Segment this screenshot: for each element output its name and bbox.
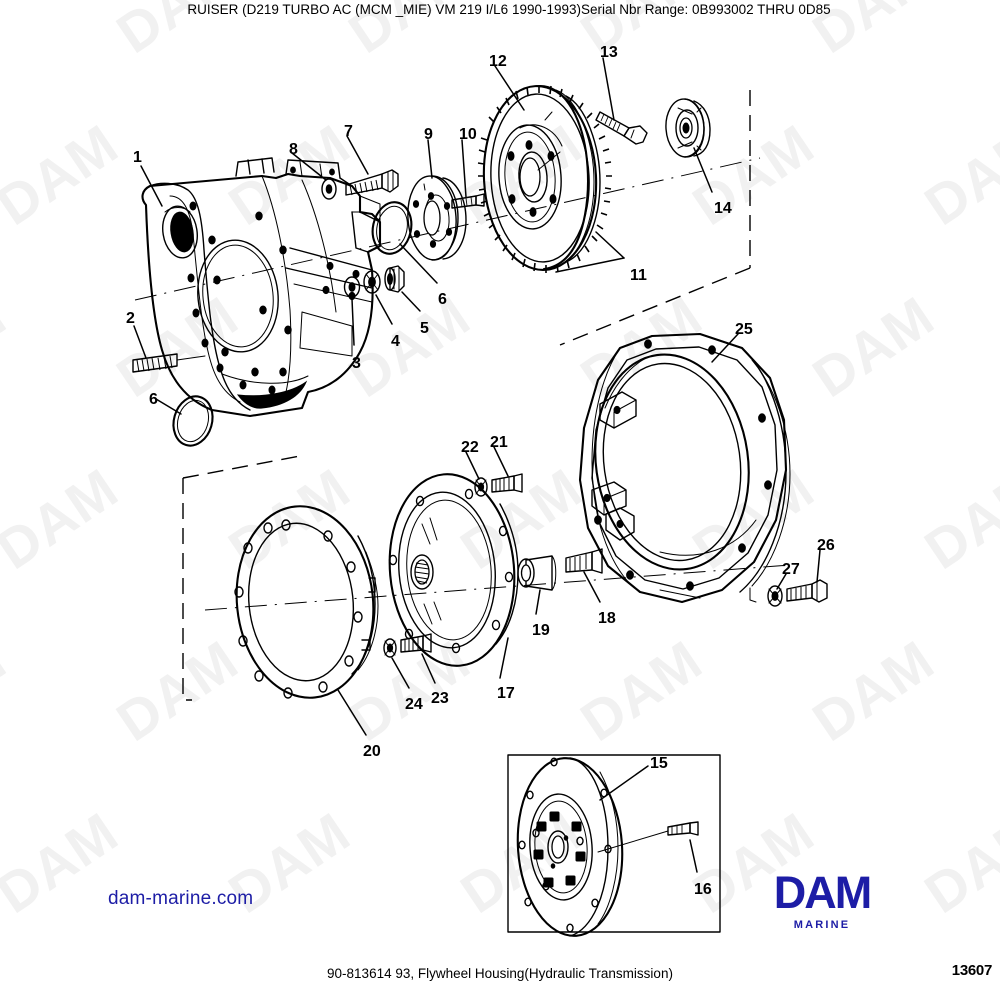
logo-wordmark: DAM	[773, 867, 872, 918]
callout-5: 5	[420, 320, 429, 337]
group-box-lower-left	[182, 478, 192, 701]
callout-10: 10	[459, 126, 477, 143]
callout-17: 17	[497, 685, 515, 702]
callout-26: 26	[817, 537, 835, 554]
part-nut-5	[384, 265, 405, 293]
header-title-text: RUISER (D219 TURBO AC (MCM _MIE) VM 219 …	[187, 2, 831, 17]
group-box-lower-top	[182, 455, 301, 479]
callout-2: 2	[126, 310, 135, 327]
part-coupler-plate-17	[388, 473, 519, 667]
callout-13: 13	[600, 44, 618, 61]
callout-3: 3	[352, 355, 361, 372]
callout-22: 22	[461, 439, 479, 456]
page-caption: 90-813614 93, Flywheel Housing(Hydraulic…	[327, 966, 673, 981]
part-lock-washer-22	[474, 477, 488, 497]
leader-lines	[133, 57, 821, 873]
callout-11: 11	[630, 267, 647, 284]
part-lock-washer-4	[363, 270, 381, 294]
callout-7: 7	[344, 123, 353, 140]
callout-15: 15	[650, 755, 668, 772]
part-washer-3	[343, 276, 361, 298]
callout-27: 27	[782, 561, 800, 578]
callout-19: 19	[532, 622, 550, 639]
logo-subtitle: MARINE	[793, 918, 851, 931]
part-bolt-21	[491, 473, 523, 493]
part-bell-housing-25	[578, 332, 791, 604]
part-spacer-sleeve-19	[517, 555, 557, 591]
callout-21: 21	[490, 434, 508, 451]
part-flywheel-bolt-13	[595, 111, 648, 145]
callout-6: 6	[438, 291, 447, 308]
group-box-diagonal	[559, 267, 751, 346]
drive-plate-inset-box	[507, 754, 721, 933]
page-header-title: RUISER (D219 TURBO AC (MCM _MIE) VM 219 …	[0, 2, 1000, 17]
part-adapter-flange-9	[407, 175, 467, 261]
part-drive-plate-15	[516, 757, 624, 937]
part-bolt-18	[565, 548, 603, 574]
callout-24: 24	[405, 696, 423, 713]
callout-4: 4	[391, 333, 400, 350]
dam-marine-logo: DAM MARINE	[752, 867, 892, 931]
part-flywheel-housing	[141, 157, 382, 418]
part-lock-washer-24	[383, 638, 397, 658]
part-lock-washer-27	[767, 585, 783, 607]
part-o-ring-6b	[172, 395, 214, 447]
callout-16: 16	[694, 881, 712, 898]
callout-9: 9	[424, 126, 433, 143]
bracket-27	[749, 587, 757, 603]
part-pilot-bearing-hub-14	[665, 98, 711, 158]
document-number: 13607	[951, 962, 993, 979]
part-screw-10	[451, 193, 485, 209]
callout-12: 12	[489, 53, 507, 70]
callout-23: 23	[431, 690, 449, 707]
callout-1: 1	[133, 149, 142, 166]
center-axis-lower	[204, 564, 791, 611]
part-bolt-7	[345, 169, 399, 196]
callout-18: 18	[598, 610, 616, 627]
callout-6b: 6	[149, 391, 158, 408]
callout-8: 8	[289, 141, 298, 158]
callout-20: 20	[363, 743, 381, 760]
part-washer-8	[321, 178, 337, 200]
callout-25: 25	[735, 321, 753, 338]
part-flywheel-12	[477, 84, 612, 273]
part-bolt-26	[786, 579, 828, 603]
part-bolt-23	[400, 633, 432, 653]
part-drive-plate-screw-16	[597, 821, 699, 853]
callout-14: 14	[714, 200, 732, 217]
part-stud-2	[132, 353, 206, 373]
part-gasket-ring-20	[234, 505, 379, 699]
site-link[interactable]: dam-marine.com	[108, 888, 254, 909]
